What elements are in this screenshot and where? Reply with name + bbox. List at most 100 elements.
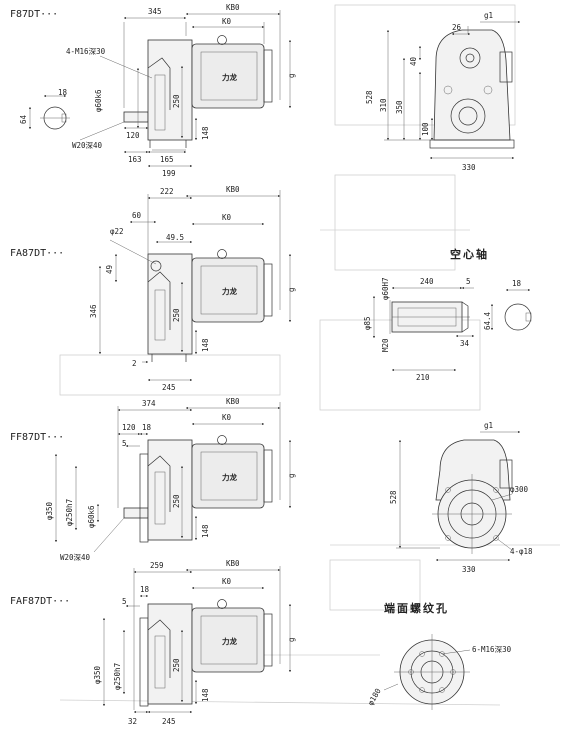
ff87-dim-300: φ300 — [510, 485, 529, 494]
faf87-dim-32: 32 — [128, 717, 137, 726]
hollow-dim-64-4: 64.4 — [483, 311, 492, 330]
face-thread-view — [383, 634, 471, 710]
f87-dim-148: 148 — [201, 126, 210, 140]
f87-dim-199: 199 — [162, 169, 176, 178]
ff87-end-view — [432, 439, 513, 554]
faf87-dim-g: g — [287, 637, 296, 642]
faf87-dim-kb0: KB0 — [226, 559, 240, 568]
f87-dim-64: 64 — [19, 114, 28, 124]
f87-dim-330: 330 — [462, 163, 476, 172]
f87-dim-350: 350 — [395, 100, 404, 114]
hollow-shaft-title: 空心轴 — [450, 247, 489, 261]
ff87-dimensions — [54, 402, 292, 553]
f87-dim-250: 250 — [172, 94, 181, 108]
hollow-dim-85: φ85 — [363, 316, 372, 330]
fa87-dim-346: 346 — [89, 304, 98, 318]
fa87-dim-222: 222 — [160, 187, 174, 196]
ff87-dim-528: 528 — [389, 490, 398, 504]
ff87-dim-g1: g1 — [484, 421, 493, 430]
hollow-dim-240: 240 — [420, 277, 434, 286]
ff87-brand: 力龙 — [222, 472, 237, 482]
f87-dim-40: 40 — [409, 56, 418, 66]
faf87-side-view — [139, 599, 273, 707]
f87-dim-120: 120 — [126, 131, 140, 140]
fa87-dim-22: φ22 — [110, 227, 124, 236]
ff87-dim-holes: 4-φ18 — [510, 547, 533, 556]
ff87-dim-18: 18 — [142, 423, 152, 432]
hollow-dim-center: M20 — [381, 338, 390, 352]
ff87-dim-374: 374 — [142, 399, 156, 408]
f87-dim-345: 345 — [148, 7, 162, 16]
ff87-dim-250: φ250h7 — [65, 499, 74, 526]
fa87-dim-49: 49 — [105, 265, 114, 274]
f87-end-view — [429, 29, 515, 149]
faf87-dim-148: 148 — [201, 688, 210, 702]
faf87-dim-5: 5 — [122, 597, 127, 606]
faf87-dim-250: φ250h7 — [113, 663, 122, 690]
f87-dim-528: 528 — [365, 90, 374, 104]
fa87-brand: 力龙 — [222, 286, 237, 296]
faf87-dimensions — [102, 566, 292, 714]
faf87-dim-250v: 250 — [172, 658, 181, 672]
ff87-dim-5: 5 — [122, 439, 127, 448]
fa87-dim-k0: K0 — [222, 213, 232, 222]
fa87-dim-60: 60 — [132, 211, 142, 220]
f87-dim-kb0: KB0 — [226, 3, 240, 12]
ff87-dim-kb0: KB0 — [226, 397, 240, 406]
f87-dim-163: 163 — [128, 155, 142, 164]
f87-end-dimensions — [384, 20, 521, 160]
ff87-side-view — [123, 435, 273, 543]
model-title-ff87: FF87DT··· — [10, 432, 64, 443]
hollow-shaft-dimensions — [372, 286, 531, 372]
f87-dim-g: g — [287, 73, 296, 78]
fa87-dim-49-5: 49.5 — [166, 233, 184, 242]
ff87-end-dimensions — [396, 430, 521, 562]
f87-dim-310: 310 — [379, 98, 388, 112]
ff87-dim-shaft: φ60k6 — [87, 505, 96, 528]
hollow-dim-5: 5 — [466, 277, 471, 286]
hollow-shaft-view — [391, 301, 532, 333]
ff87-dim-g: g — [287, 473, 296, 478]
faf87-dim-350: φ350 — [93, 665, 102, 684]
ff87-dim-330: 330 — [462, 565, 476, 574]
ff87-dim-120: 120 — [122, 423, 136, 432]
ff87-dim-k0: K0 — [222, 413, 232, 422]
f87-dim-18: 18 — [58, 88, 68, 97]
hollow-dim-210: 210 — [416, 373, 430, 382]
fa87-dim-g: g — [287, 287, 296, 292]
face-dim-threads: 6-M16深30 — [472, 645, 512, 654]
ff87-dim-center: W20深40 — [60, 553, 91, 562]
model-title-f87: F87DT··· — [10, 9, 58, 20]
fa87-dim-kb0: KB0 — [226, 185, 240, 194]
f87-dimensions — [28, 10, 292, 168]
f87-side-view — [40, 35, 273, 151]
f87-dim-165: 165 — [160, 155, 174, 164]
f87-dim-shaft: φ60k6 — [94, 89, 103, 112]
f87-dim-g1: g1 — [484, 11, 493, 20]
faf87-dim-18: 18 — [140, 585, 150, 594]
fa87-dim-250: 250 — [172, 308, 181, 322]
fa87-side-view — [147, 249, 273, 362]
faf87-brand: 力龙 — [222, 636, 237, 646]
fa87-dim-148: 148 — [201, 338, 210, 352]
hollow-dim-bore: φ60H7 — [381, 277, 390, 300]
ff87-dim-350: φ350 — [45, 501, 54, 520]
fa87-dimensions — [98, 190, 292, 382]
faf87-dim-k0: K0 — [222, 577, 232, 586]
f87-dim-26: 26 — [452, 23, 462, 32]
f87-dim-k0: K0 — [222, 17, 232, 26]
faf87-dim-245: 245 — [162, 717, 176, 726]
model-title-fa87: FA87DT··· — [10, 248, 64, 259]
hollow-dim-18: 18 — [512, 279, 522, 288]
fa87-dim-2: 2 — [132, 359, 137, 368]
f87-brand: 力龙 — [222, 72, 237, 82]
hollow-dim-34: 34 — [460, 339, 470, 348]
ff87-dim-250v: 250 — [172, 494, 181, 508]
fa87-dim-245: 245 — [162, 383, 176, 392]
face-thread-title: 端面螺纹孔 — [384, 601, 449, 615]
faf87-dim-259: 259 — [150, 561, 164, 570]
f87-dim-center: W20深40 — [72, 141, 103, 150]
f87-dim-thread: 4-M16深30 — [66, 47, 106, 56]
model-title-faf87: FAF87DT··· — [10, 596, 70, 607]
